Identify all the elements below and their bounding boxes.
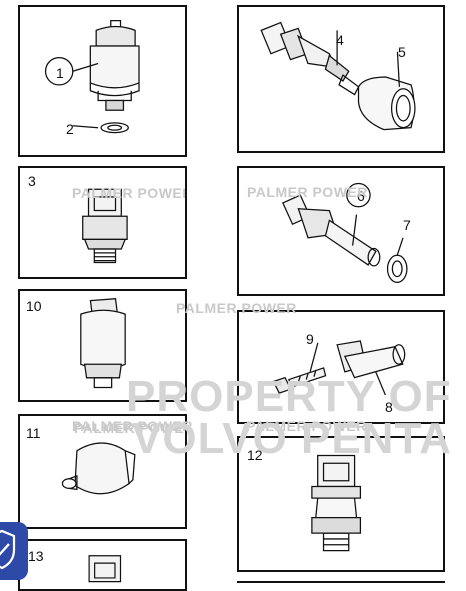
panel-parts-8-9: 9 8 <box>237 310 445 424</box>
callout-circle-6 <box>346 182 371 208</box>
callout-1: 1 <box>56 65 64 81</box>
callout-7: 7 <box>403 217 411 233</box>
switch-sensor-12-drawing <box>311 454 362 552</box>
panel-parts-1-2: 1 2 <box>18 5 187 157</box>
watermark-property-of: PROPERTY OF <box>126 372 452 421</box>
callout-9: 9 <box>306 331 314 347</box>
sensor-sleeve-drawing <box>260 21 416 131</box>
watermark-palmer-11: PALMER POWER <box>74 420 187 436</box>
security-badge[interactable] <box>0 522 28 580</box>
part-label-12: 12 <box>247 447 263 463</box>
pressure-sender-drawing <box>44 19 140 134</box>
panel-part-11: 11 PALMER POWER <box>18 414 187 529</box>
temperature-sensor-drawing <box>282 182 408 283</box>
panel-part-10: 10 <box>18 289 187 402</box>
callout-2: 2 <box>66 121 74 137</box>
callout-4: 4 <box>336 32 344 48</box>
callout-5: 5 <box>398 44 406 60</box>
panel-part-12: 12 <box>237 436 445 572</box>
watermark-volvo-penta: VOLVO PENTA <box>132 414 452 463</box>
part-label-3: 3 <box>28 173 36 189</box>
watermark-palmer-67: PALMER POWER <box>247 184 368 200</box>
watermark-palmer-left: PALMER POWER <box>72 418 193 434</box>
part-label-10: 10 <box>26 298 42 314</box>
partial-panel-edge <box>237 581 445 583</box>
watermark-palmer-center: PALMER POWER <box>176 300 297 316</box>
watermark-palmer-right: PALMER POWER <box>246 418 367 434</box>
panel-part-3: 3 PALMER POWER <box>18 166 187 279</box>
pressure-sender-11-drawing <box>61 442 136 495</box>
callout-8: 8 <box>385 399 393 415</box>
callout-6: 6 <box>357 188 365 204</box>
switch-sensor-10-drawing <box>80 298 126 389</box>
speed-sensor-bolt-drawing <box>272 340 406 396</box>
watermark-palmer-3: PALMER POWER <box>72 185 187 201</box>
shield-check-icon <box>0 529 16 570</box>
callout-circle-1 <box>44 56 74 86</box>
switch-sensor-3-drawing <box>82 188 128 264</box>
part-label-13: 13 <box>28 548 44 564</box>
panel-parts-6-7: 6 7 PALMER POWER <box>237 166 445 296</box>
switch-sensor-13-drawing <box>88 555 122 583</box>
part-label-11: 11 <box>26 425 41 441</box>
panel-parts-4-5: 4 5 <box>237 5 445 153</box>
panel-part-13: 13 <box>18 539 187 591</box>
